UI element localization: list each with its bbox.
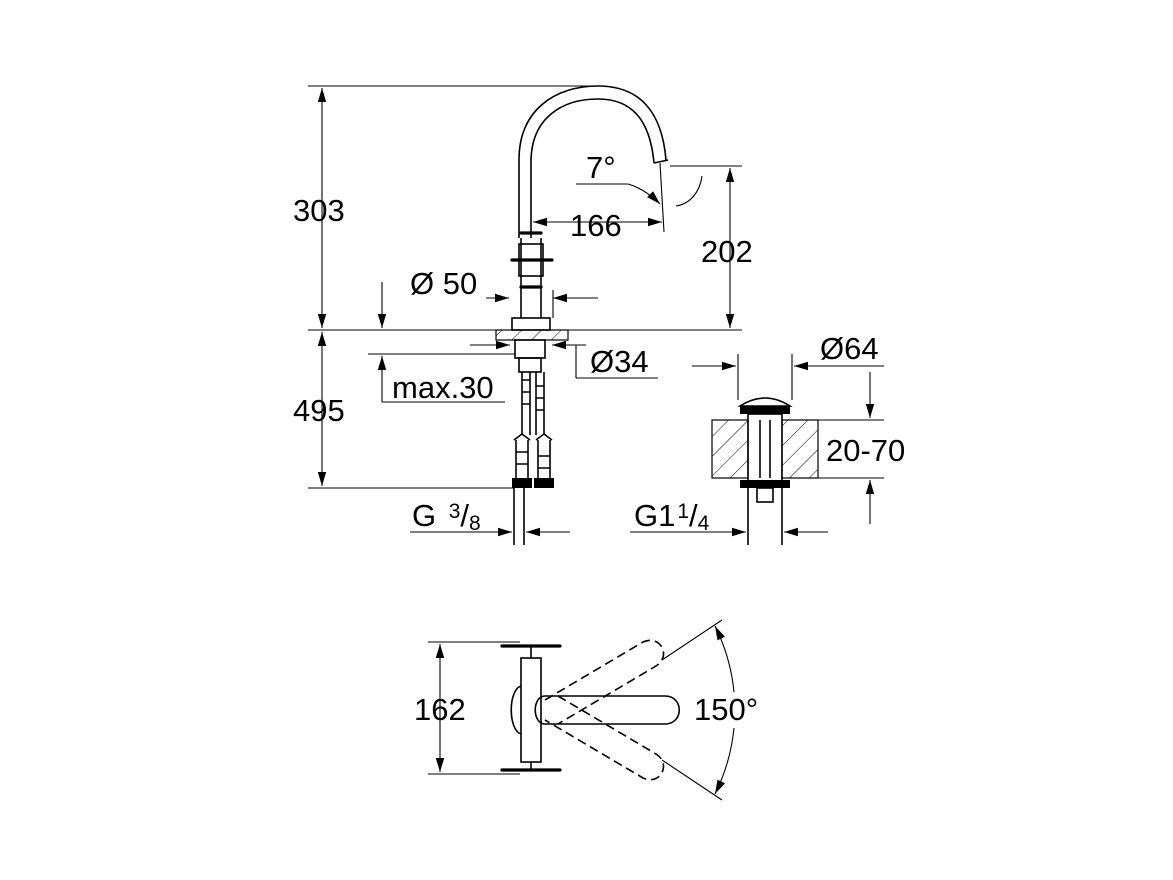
plan-spout [534,695,680,725]
basin-section-left [711,419,749,479]
dim-g114-label: G11/4 [634,498,710,535]
spout-tube-inner [530,98,655,238]
dim-495-label: 495 [293,393,345,428]
waste-body [747,413,783,485]
dim-150-ext-upper [661,619,723,661]
plan-handle-body [520,657,542,763]
dim-202-label: 202 [701,234,753,269]
fixing-shank [518,357,542,373]
waste-plug-flange [740,406,790,414]
dim-2070-label: 20-70 [826,433,905,468]
spout-outlet-axis [659,162,665,233]
basin-section-right [781,419,819,479]
base-rosette [511,317,551,331]
waste-tail [756,487,774,503]
plan-rosette [510,685,522,735]
plan-spout-swivel-upper [544,639,665,725]
dim-d50-label: Ø 50 [410,266,477,301]
waste-plug-head [737,397,793,407]
dim-150-arc-lower [714,727,735,795]
deck-strip [495,329,569,341]
dim-7deg-leader-curve [627,183,661,205]
dim-7deg-label: 7° [586,150,616,185]
spout-outlet [653,159,669,164]
dim-303-label: 303 [293,193,345,228]
dim-162-label: 162 [414,692,466,727]
dim-max30-label: max.30 [392,370,494,405]
dim-7deg-arc [675,175,703,207]
dim-d64-label: Ø64 [820,331,879,366]
tap-side-view: 303 495 202 166 7° Ø 50 Ø34 max.30 [293,85,753,545]
fixing-nut [514,339,546,359]
plan-spout-swivel-lower [544,695,665,781]
dim-166-label: 166 [570,208,622,243]
waste-nut [740,480,790,488]
tap-plan-view: 162 150° [414,619,758,801]
dim-150-label: 150° [694,692,758,727]
dim-150-arc-upper [714,625,735,693]
dim-150-ext-lower [661,759,723,801]
dim-g38-label: G 3/8 [412,498,481,535]
waste-side-view: Ø64 20-70 G11/4 [630,331,905,545]
dim-d34-label: Ø34 [590,344,649,379]
supply-hoses [512,372,554,545]
